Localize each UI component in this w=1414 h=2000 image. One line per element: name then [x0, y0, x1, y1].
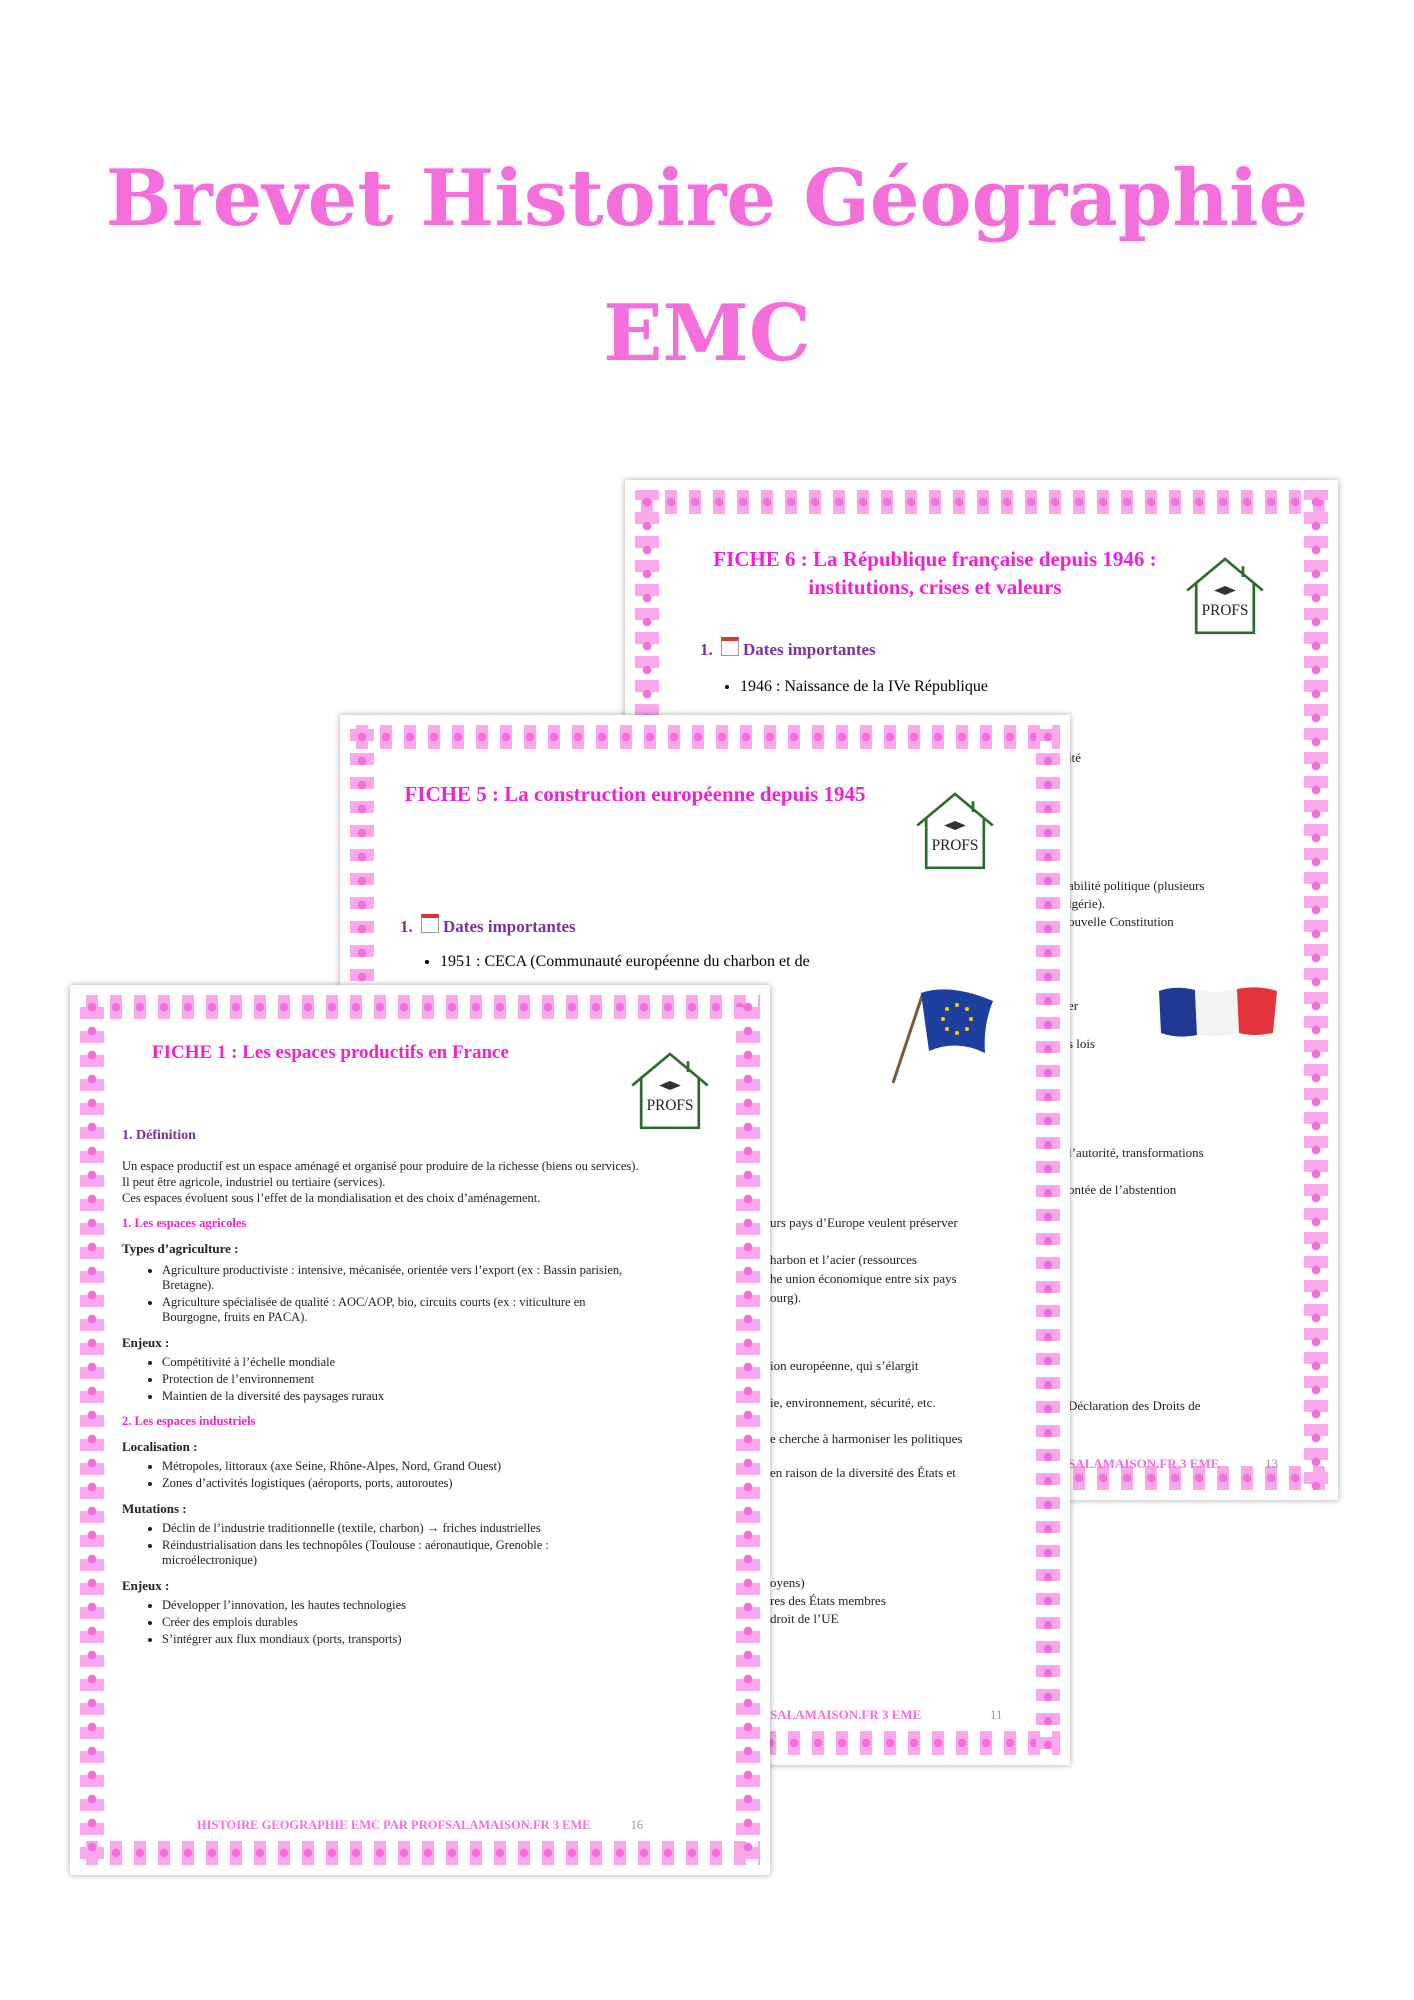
text-fragment: e cherche à harmoniser les politiques: [770, 1431, 963, 1446]
page-footer: HISTOIRE GEOGRAPHIE EMC PAR PROFSALAMAIS…: [122, 1818, 718, 1833]
flower-border: [1036, 725, 1060, 1755]
list-item: Zones d’activités logistiques (aéroports…: [162, 1476, 718, 1491]
list-item: Réindustrialisation dans les technopôles…: [162, 1538, 642, 1568]
fiche-5-list: 1951 : CECA (Communauté européenne du ch…: [400, 951, 810, 973]
svg-text:PROFS: PROFS: [1202, 602, 1249, 619]
types-list: Agriculture productiviste : intensive, m…: [122, 1263, 642, 1325]
flower-border: [350, 725, 1060, 749]
mutations-label: Mutations :: [122, 1501, 187, 1517]
definition-text: Un espace productif est un espace aménag…: [122, 1158, 639, 1189]
svg-text:PROFS: PROFS: [647, 1097, 694, 1114]
section-definition-heading: 1. Définition: [122, 1127, 196, 1143]
definition-text-2: Ces espaces évoluent sous l’effet de la …: [122, 1191, 541, 1206]
fiche-6-section-heading: 1. Dates importantes: [700, 637, 876, 660]
fiche-6-list: 1946 : Naissance de la IVe République: [700, 676, 988, 698]
page-footer: SALAMAISON.FR 3 EME: [1068, 1456, 1220, 1471]
profs-house-logo: PROFS: [1180, 550, 1270, 640]
fiche-5-title: FICHE 5 : La construction européenne dep…: [404, 782, 866, 806]
text-fragment: oyens): [770, 1575, 805, 1590]
page-number: 13: [1265, 1456, 1278, 1471]
list-item: Compétitivité à l’échelle mondiale: [162, 1355, 718, 1370]
flower-border: [80, 995, 104, 1865]
fiche-1-sheet: PROFS FICHE 1 : Les espaces productifs e…: [70, 985, 770, 1875]
list-item: 1951 : CECA (Communauté européenne du ch…: [440, 953, 810, 971]
subsection-industriels: 2. Les espaces industriels: [122, 1414, 256, 1429]
page-footer: SALAMAISON.FR 3 EME: [770, 1707, 922, 1722]
flower-border: [736, 995, 760, 1865]
text-fragment: l’autorité, transformations: [1068, 1145, 1204, 1160]
text-fragment: ourg).: [770, 1290, 802, 1305]
flower-border: [1304, 490, 1328, 1490]
page-title-line1: Brevet Histoire Géographie: [105, 153, 1309, 244]
list-item: Métropoles, littoraux (axe Seine, Rhône-…: [162, 1459, 718, 1474]
calendar-icon: [421, 914, 439, 933]
text-fragment: droit de l’UE: [770, 1611, 839, 1626]
list-item: Protection de l’environnement: [162, 1372, 718, 1387]
subsection-agricoles: 1. Les espaces agricoles: [122, 1216, 247, 1231]
flower-border: [635, 490, 1328, 514]
flower-border: [80, 995, 760, 1019]
text-fragment: ouvelle Constitution: [1068, 914, 1174, 929]
page-title-line2: EMC: [603, 288, 811, 379]
mutations-list: Déclin de l’industrie traditionnelle (te…: [122, 1521, 642, 1568]
text-fragment: lgérie).: [1068, 896, 1106, 911]
localisation-list: Métropoles, littoraux (axe Seine, Rhône-…: [122, 1459, 718, 1491]
page-number: 16: [630, 1818, 644, 1832]
list-item: Agriculture spécialisée de qualité : AOC…: [162, 1295, 642, 1325]
list-item: Maintien de la diversité des paysages ru…: [162, 1389, 718, 1404]
text-fragment: abilité politique (plusieurs: [1068, 878, 1205, 893]
types-label: Types d’agriculture :: [122, 1241, 239, 1257]
page-number: 11: [990, 1707, 1003, 1722]
text-fragment: he union économique entre six pays: [770, 1271, 957, 1286]
list-item: Créer des emplois durables: [162, 1615, 718, 1630]
enjeux-list-2: Développer l’innovation, les hautes tech…: [122, 1598, 718, 1647]
footer-text: HISTOIRE GEOGRAPHIE EMC PAR PROFSALAMAIS…: [196, 1818, 591, 1832]
text-fragment: ion européenne, qui s’élargit: [770, 1358, 919, 1373]
text-fragment: Déclaration des Droits de: [1068, 1398, 1201, 1413]
french-flag-icon: [1155, 985, 1280, 1040]
text-fragment: s lois: [1068, 1036, 1096, 1051]
flower-border: [80, 1841, 760, 1865]
enjeux-list: Compétitivité à l’échelle mondiale Prote…: [122, 1355, 718, 1404]
text-fragment: res des États membres: [770, 1593, 886, 1608]
profs-house-logo: PROFS: [625, 1045, 715, 1135]
svg-text:PROFS: PROFS: [932, 837, 979, 854]
calendar-icon: [721, 637, 739, 656]
text-fragment: ie, environnement, sécurité, etc.: [770, 1395, 936, 1410]
text-fragment: en raison de la diversité des États et: [770, 1465, 956, 1480]
text-fragment: er: [1068, 998, 1079, 1013]
text-fragment: ontée de l’abstention: [1068, 1182, 1177, 1197]
eu-flag-icon: [885, 975, 1000, 1085]
list-item: Déclin de l’industrie traditionnelle (te…: [162, 1521, 642, 1536]
fiche-5-section-heading: 1. Dates importantes: [400, 914, 576, 937]
profs-house-logo: PROFS: [910, 785, 1000, 875]
enjeux-label: Enjeux :: [122, 1335, 170, 1351]
text-fragment: urs pays d’Europe veulent préserver: [770, 1215, 958, 1230]
text-fragment: harbon et l’acier (ressources: [770, 1252, 917, 1267]
fiche-1-title: FICHE 1 : Les espaces productifs en Fran…: [152, 1042, 509, 1063]
list-item: S’intégrer aux flux mondiaux (ports, tra…: [162, 1632, 718, 1647]
fiche-6-title: FICHE 6 : La République française depuis…: [713, 547, 1157, 600]
text-fragment: ité: [1068, 750, 1081, 765]
list-item: 1946 : Naissance de la IVe République: [740, 678, 988, 696]
localisation-label: Localisation :: [122, 1439, 198, 1455]
list-item: Développer l’innovation, les hautes tech…: [162, 1598, 718, 1613]
enjeux-label-2: Enjeux :: [122, 1578, 170, 1594]
list-item: Agriculture productiviste : intensive, m…: [162, 1263, 642, 1293]
